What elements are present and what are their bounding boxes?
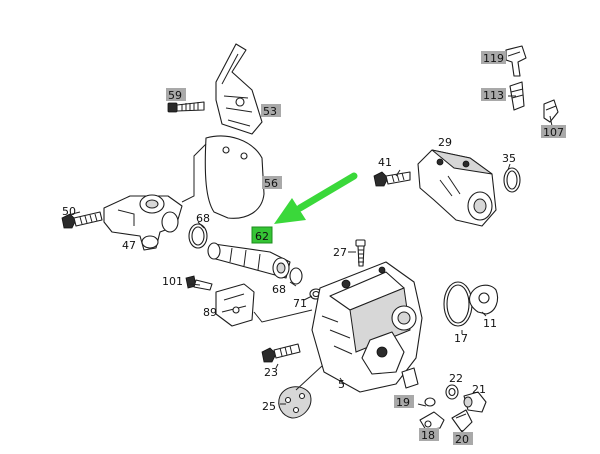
label-68b: 68 [272,283,286,296]
cover-part-25 [278,365,323,419]
label-89: 89 [203,306,217,319]
tag-20: 20 [453,432,473,446]
label-17: 17 [454,332,468,345]
label-68a: 68 [196,212,210,225]
clip-part-107 [543,99,559,123]
label-5: 5 [338,378,345,391]
tag-20-text: 20 [455,433,469,446]
label-25: 25 [262,400,276,413]
tag-107: 107 [541,125,566,139]
label-35: 35 [502,152,516,165]
sensor-part-119 [505,45,527,77]
tag-56-text: 56 [264,177,278,190]
plug-part-18 [419,411,445,431]
screw-part-27 [355,239,366,267]
label-41: 41 [378,156,392,169]
screw-part-59 [167,101,205,113]
o-ring-part-68b [289,267,303,285]
tag-107-text: 107 [543,126,564,139]
label-29: 29 [438,136,452,149]
label-71: 71 [293,297,307,310]
plug-part-20 [451,409,473,433]
green-pointer-arrow [274,172,358,224]
label-22: 22 [449,372,463,385]
fitting-part-21 [463,391,487,413]
flange-part-11 [468,284,499,315]
label-11: 11 [483,317,497,330]
label-27: 27 [333,246,347,259]
housing-part-47 [103,194,183,251]
washer-part-22 [445,384,459,400]
tag-53: 53 [261,104,281,118]
tag-19-text: 19 [396,396,410,409]
o-ring-part-68a [188,223,208,249]
tag-119-text: 119 [483,52,504,65]
tag-119: 119 [481,51,506,65]
leader-lines [71,51,553,435]
label-101: 101 [162,275,183,288]
seal-part-19 [424,397,436,407]
screw-part-50 [61,211,103,229]
label-50: 50 [62,205,76,218]
connector-part-113 [509,81,525,111]
highlighted-tag-62[interactable]: 62 [251,226,273,244]
screw-part-23 [261,343,301,363]
tag-18: 18 [419,428,439,442]
ring-part-35 [503,167,521,193]
label-47: 47 [122,239,136,252]
tube-part-62 [207,242,291,279]
tag-19: 19 [394,395,414,409]
bracket-part-89 [215,283,313,327]
bracket-part-53 [215,43,263,135]
pump-body-part-5 [311,261,423,393]
seal-part-17 [443,281,473,327]
tag-53-text: 53 [263,105,277,118]
tag-113-text: 113 [483,89,504,102]
highlighted-tag-62-text: 62 [255,230,269,243]
tag-113: 113 [481,88,506,102]
tag-59-text: 59 [168,89,182,102]
label-23: 23 [264,366,278,379]
regulator-part-29 [417,149,497,227]
tag-56: 56 [262,176,282,190]
tag-59: 59 [166,88,186,102]
label-21: 21 [472,383,486,396]
gasket-part-56 [181,135,265,219]
screw-part-41 [373,171,411,187]
tag-18-text: 18 [421,429,435,442]
screw-part-101 [185,275,213,291]
